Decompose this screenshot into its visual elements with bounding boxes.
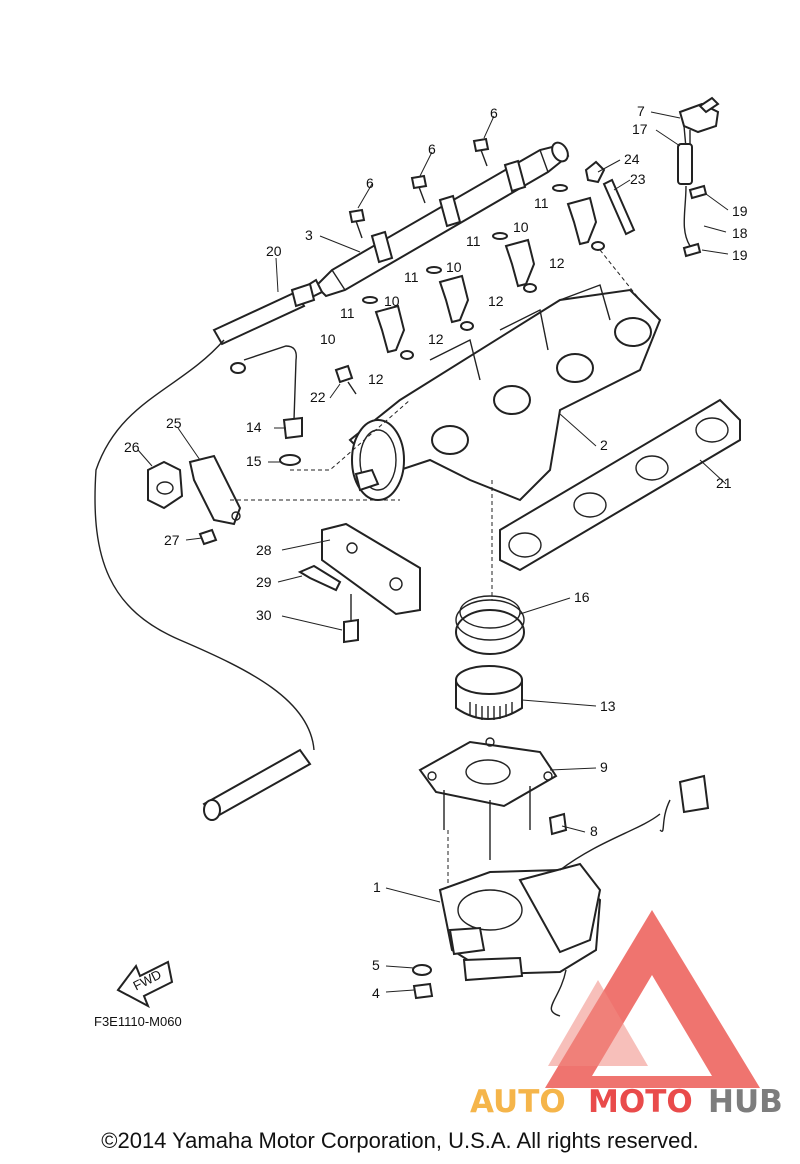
callout-10a: 10: [320, 331, 336, 347]
watermark-auto: AUTO: [470, 1084, 566, 1120]
callout-27: 27: [164, 532, 180, 548]
watermark-hub: HUB: [708, 1084, 783, 1120]
sensor-and-hose: [584, 96, 720, 258]
callout-8: 8: [590, 823, 598, 839]
callout-6c: 6: [490, 105, 498, 121]
callout-22: 22: [310, 389, 326, 405]
callout-11d: 11: [534, 195, 549, 211]
watermark-moto: MOTO: [588, 1084, 693, 1120]
sleeve-16: [455, 595, 525, 655]
manifold-gasket: [499, 398, 741, 572]
callout-11a: 11: [340, 305, 355, 321]
bolt-6-set: [348, 137, 490, 239]
callout-19a: 19: [732, 203, 748, 219]
callout-17: 17: [632, 121, 648, 137]
callout-24: 24: [624, 151, 640, 167]
bolt-29-30: [297, 564, 359, 644]
callout-6a: 6: [366, 175, 374, 191]
watermark-logo: [545, 910, 760, 1088]
callout-9: 9: [600, 759, 608, 775]
callout-23: 23: [630, 171, 646, 187]
callout-10b: 10: [384, 293, 400, 309]
bolt-27: [198, 528, 218, 546]
callout-2: 2: [600, 437, 608, 453]
callout-4: 4: [372, 985, 380, 1001]
cover-13: [455, 665, 523, 720]
callout-1: 1: [373, 879, 381, 895]
callout-3: 3: [305, 227, 313, 243]
callout-5: 5: [372, 957, 380, 973]
bracket-25: [188, 454, 242, 526]
callout-15: 15: [246, 453, 262, 469]
assembly-dash-lines: [230, 249, 641, 888]
callout-16: 16: [574, 589, 590, 605]
callout-29: 29: [256, 574, 272, 590]
injector-set: [362, 184, 605, 360]
callout-19b: 19: [732, 247, 748, 263]
fuel-rail: [298, 141, 570, 302]
throttle-plate-9: [418, 737, 568, 860]
leader-lines: [137, 111, 729, 993]
callout-26: 26: [124, 439, 140, 455]
callout-12a: 12: [368, 371, 384, 387]
harness-end-connector: [202, 748, 312, 821]
callout-25: 25: [166, 415, 182, 431]
fwd-arrow-icon: [116, 960, 174, 1009]
callout-6b: 6: [428, 141, 436, 157]
callout-7: 7: [637, 103, 645, 119]
callout-12d: 12: [549, 255, 565, 271]
callout-21: 21: [716, 475, 732, 491]
callout-28: 28: [256, 542, 272, 558]
connector-20: [94, 282, 316, 751]
callout-11b: 11: [404, 269, 419, 285]
bolt-22: [334, 364, 357, 395]
callout-20: 20: [266, 243, 282, 259]
drawing-code: F3E1110-M060: [94, 1014, 182, 1029]
intake-manifold: [348, 284, 662, 502]
callout-11c: 11: [466, 233, 481, 249]
nut-washer: [412, 964, 434, 1000]
throttle-body-1: [438, 774, 710, 1017]
callout-18: 18: [732, 225, 748, 241]
callout-12b: 12: [428, 331, 444, 347]
watermark-text: AUTO MOTO HUB: [470, 1084, 783, 1120]
callout-30: 30: [256, 607, 272, 623]
bracket-28: [321, 522, 421, 616]
temp-sensor-14: [230, 345, 303, 466]
cover-26: [147, 460, 184, 510]
callout-numbers: 1 2 3 4 5 6 6 6 7 8 9 10 10 10 10 11 11 …: [124, 103, 748, 1001]
callout-10d: 10: [513, 219, 529, 235]
copyright-notice: ©2014 Yamaha Motor Corporation, U.S.A. A…: [101, 1128, 699, 1153]
callout-13: 13: [600, 698, 616, 714]
callout-10c: 10: [446, 259, 462, 275]
callout-14: 14: [246, 419, 262, 435]
callout-12c: 12: [488, 293, 504, 309]
